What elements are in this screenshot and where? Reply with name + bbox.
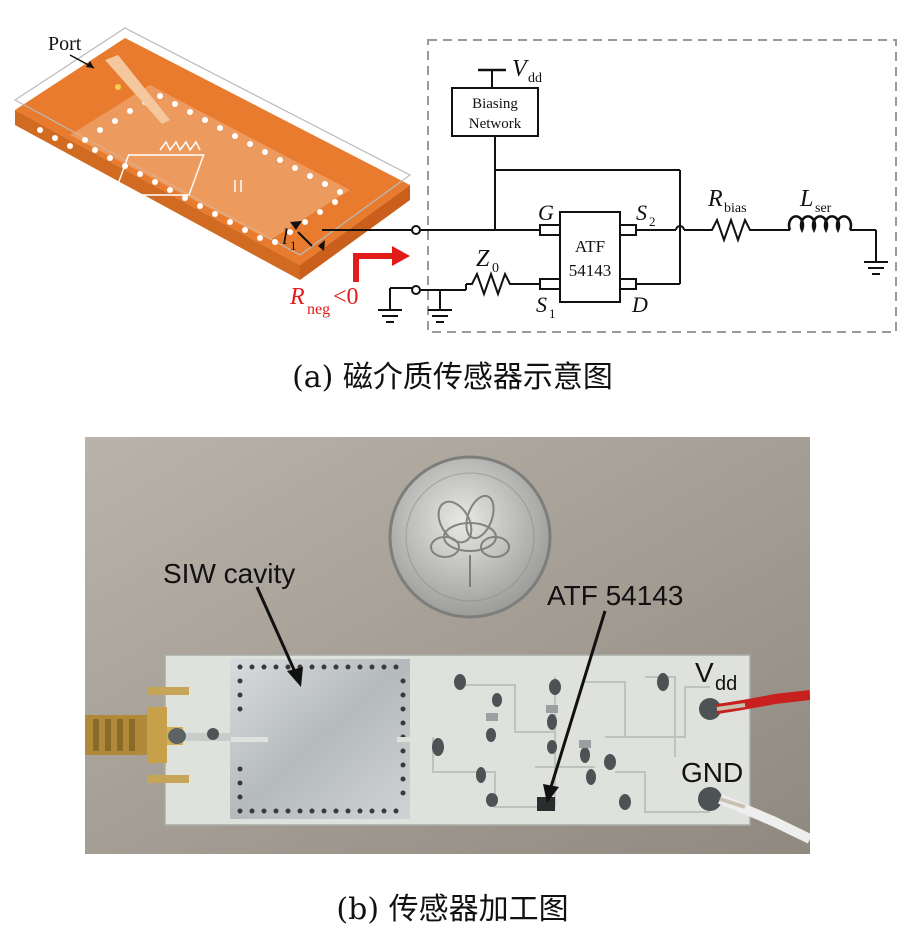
s1-subscript: 1 [549, 306, 556, 321]
lser-label: L [799, 186, 813, 212]
atf-chip-body [559, 211, 621, 303]
ground-symbol [378, 309, 402, 323]
siw-substrate-3d [13, 27, 412, 280]
negative-resistance-arrow [353, 253, 392, 282]
s2-subscript: 2 [649, 214, 656, 229]
ground-symbol [864, 261, 888, 275]
siw-arrow [255, 586, 297, 673]
rbias-subscript: bias [724, 201, 747, 216]
smd-components [432, 673, 669, 811]
circuit-dashed-box [427, 39, 897, 333]
l1-label: l [282, 224, 288, 249]
caption-a: (a) 磁介质传感器示意图 [292, 360, 613, 395]
rbias-label: R [707, 186, 723, 212]
chip-label-line1: ATF [575, 237, 605, 256]
resistor-pads [486, 705, 591, 748]
ground-symbol [428, 309, 452, 323]
pin-s1 [539, 278, 561, 290]
siw-cavity-label: SIW cavity [163, 558, 295, 589]
switch-terminal [411, 285, 421, 295]
z0-subscript: 0 [492, 261, 499, 276]
pin-d [619, 278, 637, 290]
z0-label: Z [476, 246, 490, 272]
siw-via-row [237, 664, 406, 814]
z0-resistor [466, 270, 512, 298]
coin [388, 455, 552, 619]
switch-terminal [411, 225, 421, 235]
l1-dimension-line [297, 231, 313, 247]
gnd-label: GND [681, 757, 743, 788]
vdd-subscript: dd [528, 71, 542, 86]
biasing-line1: Biasing [472, 96, 518, 112]
rneg-label: R [289, 284, 305, 310]
fabricated-sensor-photo: SIW cavity ATF 54143 V dd GND [85, 437, 810, 854]
drain-label: D [631, 292, 648, 317]
circuit-wires [322, 136, 877, 310]
chip-label-line2: 54143 [569, 261, 612, 280]
vdd-photo-label: V [695, 657, 714, 688]
atf-arrow [549, 610, 607, 788]
atf-label: ATF 54143 [547, 580, 683, 611]
lser-subscript: ser [815, 201, 832, 216]
vdd-photo-subscript: dd [715, 673, 737, 695]
rbias-resistor [705, 216, 755, 244]
vdd-solder [699, 698, 721, 720]
vdd-label: V [512, 56, 529, 82]
s1-label: S [536, 292, 547, 317]
pin-g [539, 224, 561, 236]
rneg-condition: <0 [333, 284, 359, 310]
port-label: Port [48, 33, 82, 55]
sensor-schematic-diagram: Port l 1 R neg <0 V dd Biasing Network [13, 27, 897, 333]
gnd-solder [698, 787, 722, 811]
rneg-subscript: neg [307, 301, 330, 318]
biasing-line2: Network [469, 116, 522, 132]
pin-s2 [619, 224, 637, 236]
lser-inductor [787, 215, 853, 233]
caption-b: (b) 传感器加工图 [336, 892, 569, 927]
gate-label: G [538, 200, 554, 225]
l1-subscript: 1 [290, 238, 297, 253]
sma-connector [85, 687, 189, 783]
s2-label: S [636, 200, 647, 225]
